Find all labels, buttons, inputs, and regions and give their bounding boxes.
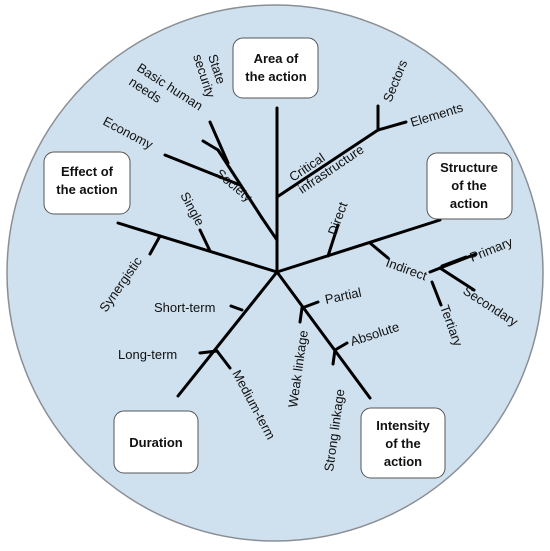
branch-duration [176, 270, 279, 398]
branch-structure [275, 218, 442, 274]
category-area: Area of the action [232, 37, 319, 99]
sub-branches [148, 104, 478, 370]
branch-effect [116, 221, 279, 274]
stub-long-term [198, 349, 219, 355]
box-effect-line2: the action [56, 182, 117, 197]
stub-strong-linkage [331, 348, 337, 366]
box-duration [113, 410, 199, 474]
box-intensity-line2: of the [385, 436, 420, 451]
box-effect [43, 151, 131, 215]
box-structure-line3: action [450, 196, 488, 211]
stub-secondary [438, 266, 476, 292]
stub-critical [275, 128, 380, 199]
stub-indirect [368, 241, 390, 260]
box-duration-line1: Duration [129, 435, 183, 450]
box-area-line1: Area of [254, 51, 299, 66]
stub-weak-linkage [298, 306, 304, 324]
stub-tertiary [430, 280, 443, 307]
stub-economy [163, 153, 242, 187]
stub-single [198, 228, 212, 253]
stub-primary [440, 255, 468, 268]
box-effect-line1: Effect of [61, 164, 114, 179]
category-effect: Effect of the action [43, 151, 131, 215]
category-structure: Structure of the action [426, 152, 513, 220]
stub-basic-needs [201, 139, 220, 152]
box-area-line2: the action [245, 69, 306, 84]
stub-state-security [208, 120, 230, 165]
box-structure [426, 152, 513, 220]
box-intensity-line1: Intensity [376, 418, 430, 433]
stub-area-lower [260, 216, 279, 242]
category-duration: Duration [113, 410, 199, 474]
branch-intensity [275, 270, 372, 400]
stub-partial [300, 300, 320, 310]
stub-elements [376, 120, 408, 132]
stub-short-term [229, 304, 244, 312]
label-long-term: Long-term [118, 347, 177, 362]
box-area [232, 37, 319, 99]
main-branches [116, 106, 442, 400]
box-intensity [360, 407, 446, 479]
box-structure-line1: Structure [440, 160, 498, 175]
stub-direct [326, 223, 340, 258]
category-intensity: Intensity of the action [360, 407, 446, 479]
stub-synergistic [148, 234, 162, 256]
box-structure-line2: of the [451, 178, 486, 193]
label-short-term: Short-term [154, 300, 215, 315]
stub-absolute [333, 341, 349, 352]
box-intensity-line3: action [384, 454, 422, 469]
stub-medium-term [215, 349, 232, 370]
